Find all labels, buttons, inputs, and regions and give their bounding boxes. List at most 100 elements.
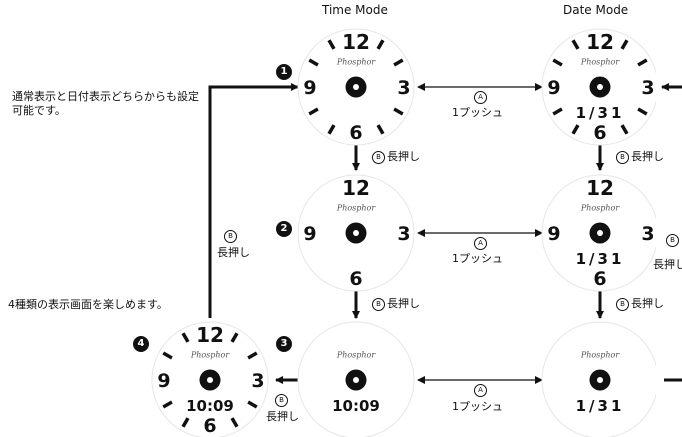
button-b-icon: B — [616, 298, 629, 311]
brand-logo: Phosphor — [336, 351, 377, 360]
dial-1-time-normal: 12 3 6 9 Phosphor — [297, 28, 415, 146]
numeral-12: 12 — [586, 30, 614, 54]
tick-mark — [327, 39, 336, 50]
dial-tick-marks — [162, 332, 258, 428]
label-long-press: 長押し — [631, 150, 664, 163]
tick-mark — [230, 417, 239, 428]
tick-mark — [620, 39, 629, 50]
button-b-icon: B — [275, 394, 288, 407]
label-long-press: 長押し — [387, 150, 420, 163]
brand-logo: Phosphor — [336, 58, 377, 67]
date-display: 1/31 — [576, 250, 625, 268]
center-pin — [353, 84, 359, 90]
header-date-mode: Date Mode — [563, 3, 629, 17]
date-display: 1/31 — [576, 104, 625, 122]
tick-mark — [571, 124, 580, 135]
tick-mark — [637, 107, 648, 116]
numeral-12: 12 — [586, 176, 614, 200]
brand-logo: Phosphor — [190, 351, 231, 360]
loop-arrow-4-to-1 — [208, 83, 299, 318]
numeral-3: 3 — [641, 223, 654, 245]
numeral-6: 6 — [593, 122, 606, 144]
center-pin — [207, 377, 213, 383]
numeral-3: 3 — [397, 77, 410, 99]
button-a-icon: A — [474, 91, 487, 104]
numeral-12: 12 — [342, 30, 370, 54]
numeral-9: 9 — [157, 370, 170, 392]
numeral-6: 6 — [349, 122, 362, 144]
tick-mark — [376, 124, 385, 135]
label-long-press: 長押し — [266, 410, 299, 423]
step-marker-4: 4 — [133, 336, 149, 352]
tick-mark — [247, 351, 258, 360]
dial-2-time-numbers: 12 3 6 9 Phosphor — [297, 174, 415, 292]
tick-mark — [308, 107, 319, 116]
header-time-mode: Time Mode — [322, 3, 388, 17]
tick-mark — [552, 58, 563, 67]
dial-tick-marks — [308, 39, 404, 135]
label-long-press: 長押し — [217, 246, 250, 259]
numeral-3: 3 — [251, 370, 264, 392]
label-long-press: 長押し — [653, 258, 682, 271]
dial-4-full: 12 3 6 9 Phosphor 10:09 — [151, 321, 269, 437]
step-marker-3: 3 — [276, 336, 292, 352]
digital-time-display: 10:09 — [332, 397, 380, 415]
tick-mark — [162, 400, 173, 409]
numeral-6: 6 — [203, 415, 216, 437]
date-display: 1/31 — [576, 397, 625, 415]
numeral-12: 12 — [342, 176, 370, 200]
numeral-6: 6 — [593, 268, 606, 290]
button-b-icon: B — [616, 151, 629, 164]
step-marker-2: 2 — [276, 221, 292, 237]
numeral-9: 9 — [303, 77, 316, 99]
brand-logo: Phosphor — [580, 58, 621, 67]
tick-mark — [552, 107, 563, 116]
button-b-icon: B — [224, 230, 237, 243]
tick-mark — [327, 124, 336, 135]
tick-mark — [637, 58, 648, 67]
button-b-icon: B — [666, 234, 679, 247]
tick-mark — [393, 58, 404, 67]
numeral-9: 9 — [547, 77, 560, 99]
note-four-screens: 4種類の表示画面を楽しめます。 — [8, 298, 168, 311]
tick-mark — [376, 39, 385, 50]
tick-mark — [181, 332, 190, 343]
tick-mark — [308, 58, 319, 67]
numeral-9: 9 — [303, 223, 316, 245]
center-pin — [353, 230, 359, 236]
brand-logo: Phosphor — [580, 351, 621, 360]
label-push-row2: 1プッシュ — [452, 252, 503, 265]
dial-tick-marks — [552, 39, 648, 135]
center-pin — [597, 377, 603, 383]
button-b-icon: B — [372, 151, 385, 164]
tick-mark — [571, 39, 580, 50]
label-long-press: 長押し — [387, 297, 420, 310]
numeral-6: 6 — [349, 268, 362, 290]
tick-mark — [393, 107, 404, 116]
label-push-row3: 1プッシュ — [452, 400, 503, 413]
dial-3-date-digital: Phosphor 1/31 — [541, 321, 656, 437]
numeral-3: 3 — [397, 223, 410, 245]
numeral-12: 12 — [196, 323, 224, 347]
label-push-row1: 1プッシュ — [452, 106, 503, 119]
brand-logo: Phosphor — [336, 204, 377, 213]
label-long-press: 長押し — [631, 297, 664, 310]
tick-mark — [620, 124, 629, 135]
tick-mark — [230, 332, 239, 343]
step-marker-1: 1 — [276, 64, 292, 80]
tick-mark — [247, 400, 258, 409]
digital-time-display: 10:09 — [186, 397, 234, 415]
button-b-icon: B — [372, 298, 385, 311]
button-a-icon: A — [474, 237, 487, 250]
dial-3-time-digital: Phosphor 10:09 — [297, 321, 415, 437]
tick-mark — [181, 417, 190, 428]
button-a-icon: A — [474, 384, 487, 397]
connector-arrows — [208, 83, 682, 384]
note-setting-available: 通常表示と日付表示どちらからも設定可能です。 — [12, 90, 199, 117]
center-pin — [597, 230, 603, 236]
center-pin — [353, 377, 359, 383]
